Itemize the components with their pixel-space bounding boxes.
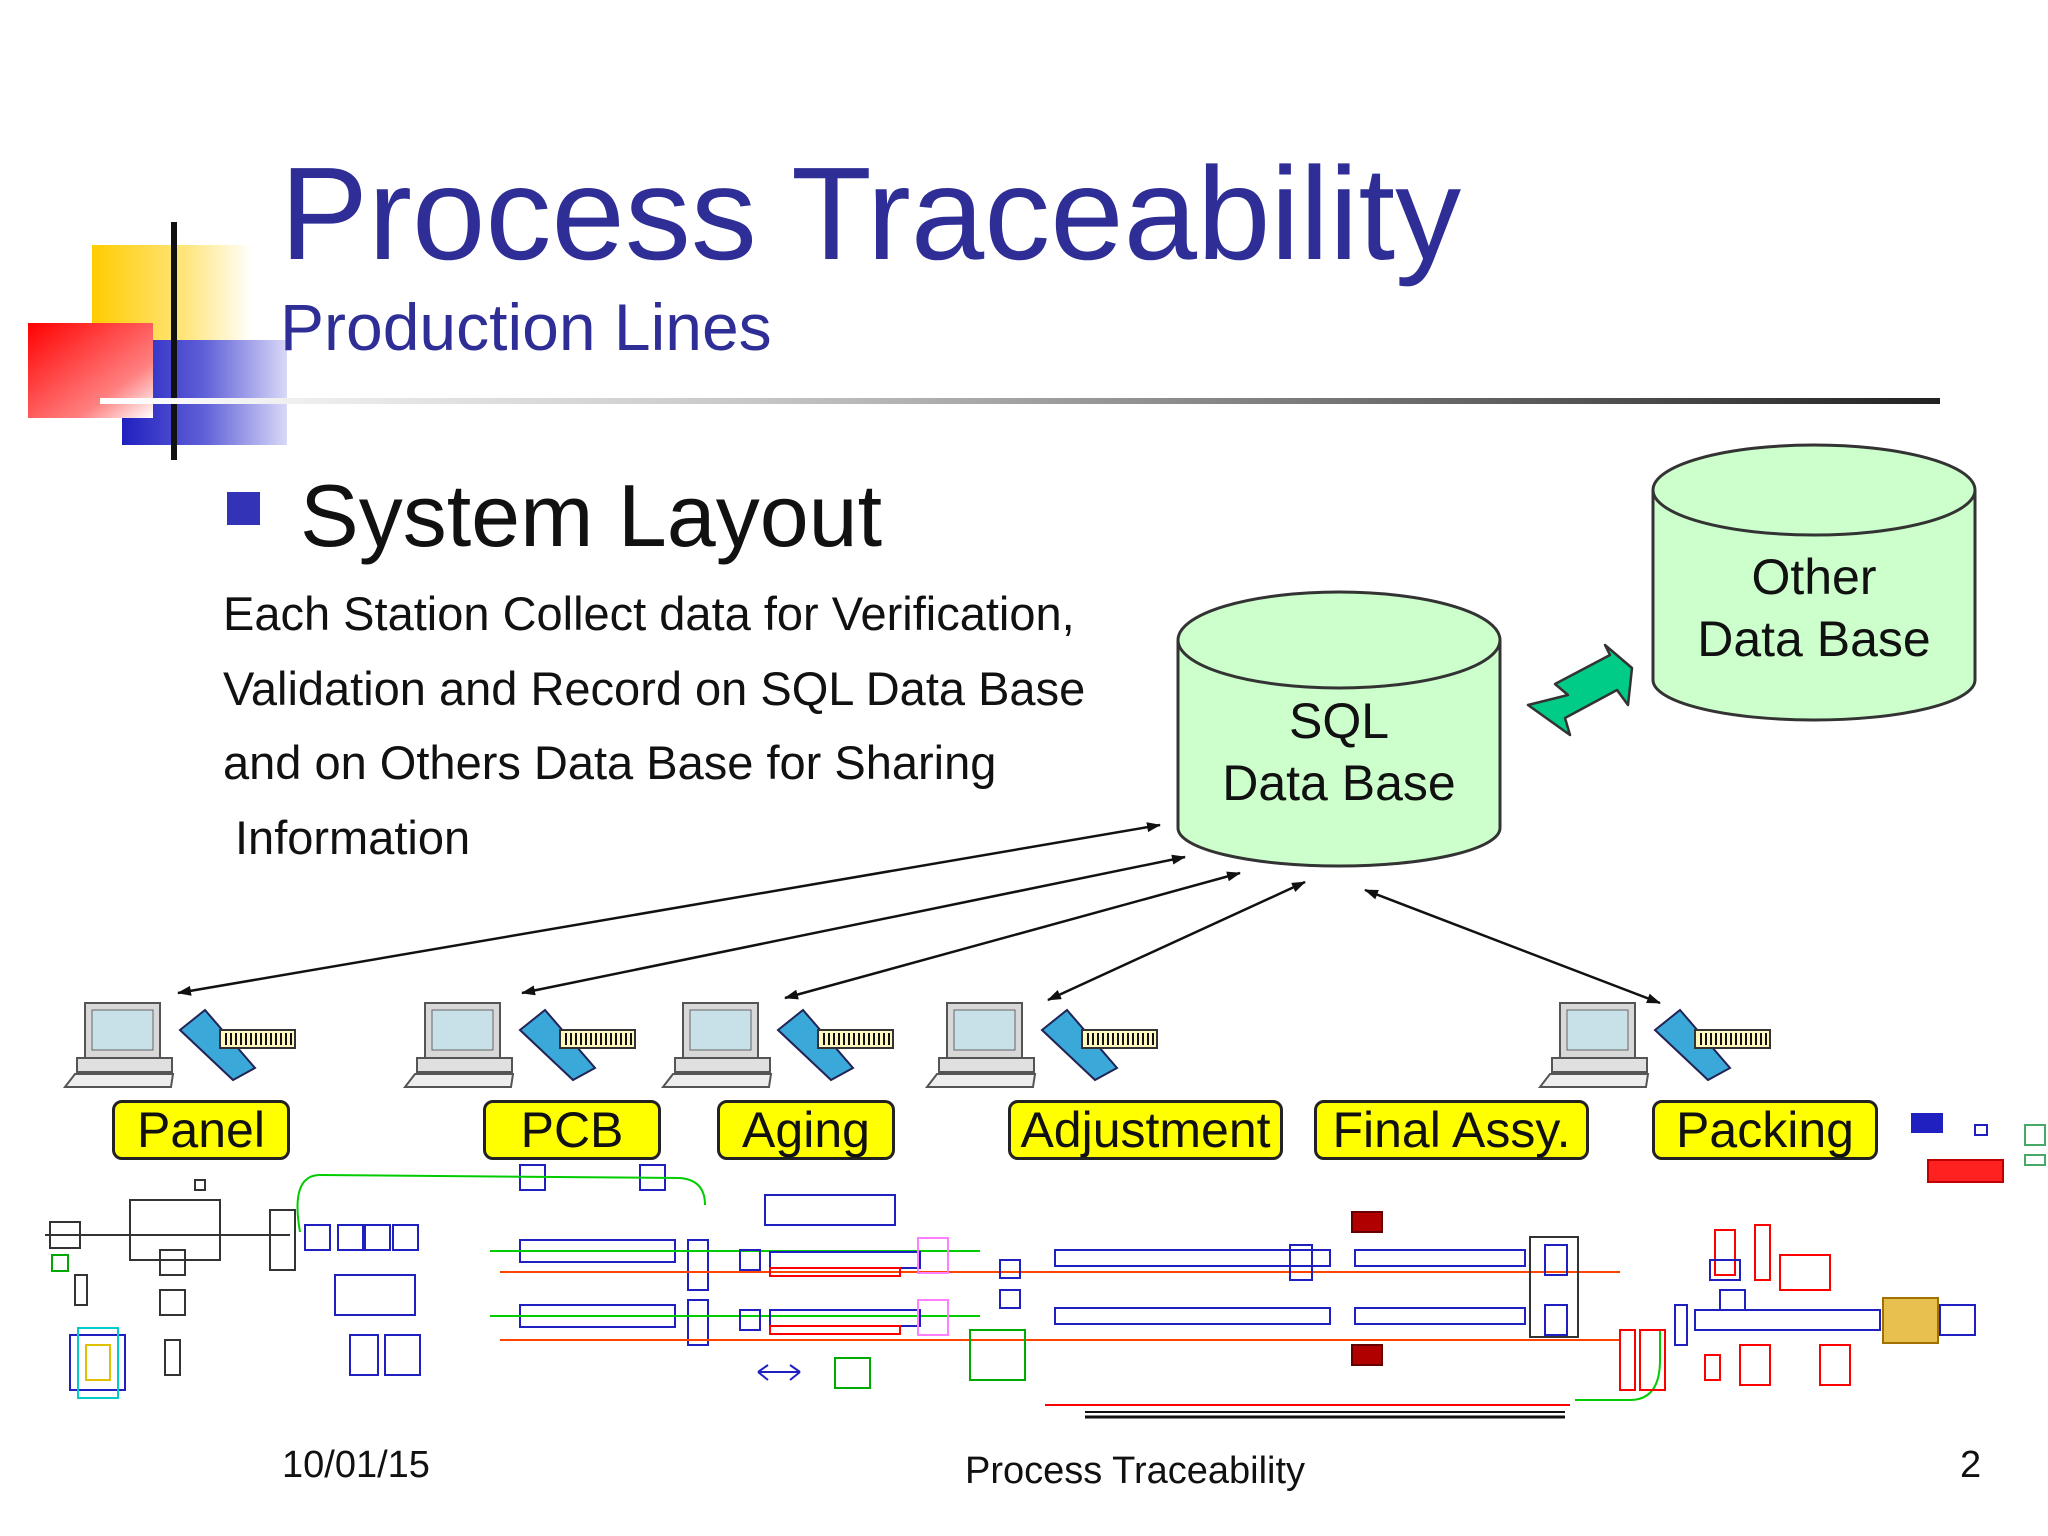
barcode-scanner-icon: [776, 1008, 894, 1082]
stage-label-0: Panel: [112, 1100, 290, 1160]
sync-double-arrow-icon: [1526, 643, 1634, 737]
factory-layout-drawing: [45, 1113, 2046, 1419]
bullet-square-icon: [227, 492, 260, 525]
computer-icon: [660, 1002, 773, 1088]
stage-label-5: Packing: [1652, 1100, 1878, 1160]
workstations: [62, 1002, 1771, 1088]
barcode-scanner-icon: [1653, 1008, 1771, 1082]
workstation-1: [402, 1002, 636, 1088]
title-rule: [100, 398, 1940, 404]
workstation-4: [1537, 1002, 1771, 1088]
page-title: Process Traceability: [280, 140, 1462, 287]
footer-title: Process Traceability: [965, 1450, 1306, 1492]
other-db-label-2: Data Base: [1697, 611, 1930, 667]
body-line-3: and on Others Data Base for Sharing: [223, 736, 997, 789]
workstation-0: [62, 1002, 296, 1088]
barcode-scanner-icon: [1040, 1008, 1158, 1082]
stage-label-2: Aging: [717, 1100, 895, 1160]
computer-icon: [402, 1002, 515, 1088]
stage-label-4: Final Assy.: [1314, 1100, 1589, 1160]
bullet-heading: System Layout: [300, 466, 883, 565]
footer-page-number: 2: [1960, 1444, 1982, 1486]
sql-db-label-2: Data Base: [1222, 755, 1455, 811]
stage-label-3: Adjustment: [1008, 1100, 1283, 1160]
other-db-label-1: Other: [1751, 549, 1876, 605]
stage-label-1: PCB: [483, 1100, 661, 1160]
sql-db-label-1: SQL: [1289, 693, 1389, 749]
page-subtitle: Production Lines: [280, 290, 772, 364]
body-line-2: Validation and Record on SQL Data Base: [223, 662, 1086, 715]
computer-icon: [924, 1002, 1037, 1088]
decor-vertical-bar: [171, 222, 177, 460]
connection-arrows: [177, 822, 1661, 1005]
footer-date: 10/01/15: [282, 1444, 430, 1486]
workstation-2: [660, 1002, 894, 1088]
computer-icon: [62, 1002, 175, 1088]
computer-icon: [1537, 1002, 1650, 1088]
sql-database-cylinder: SQL Data Base: [1176, 590, 1502, 868]
barcode-scanner-icon: [178, 1008, 296, 1082]
workstation-3: [924, 1002, 1158, 1088]
other-database-cylinder: Other Data Base: [1651, 443, 1977, 722]
barcode-scanner-icon: [518, 1008, 636, 1082]
body-line-1: Each Station Collect data for Verificati…: [223, 587, 1075, 640]
